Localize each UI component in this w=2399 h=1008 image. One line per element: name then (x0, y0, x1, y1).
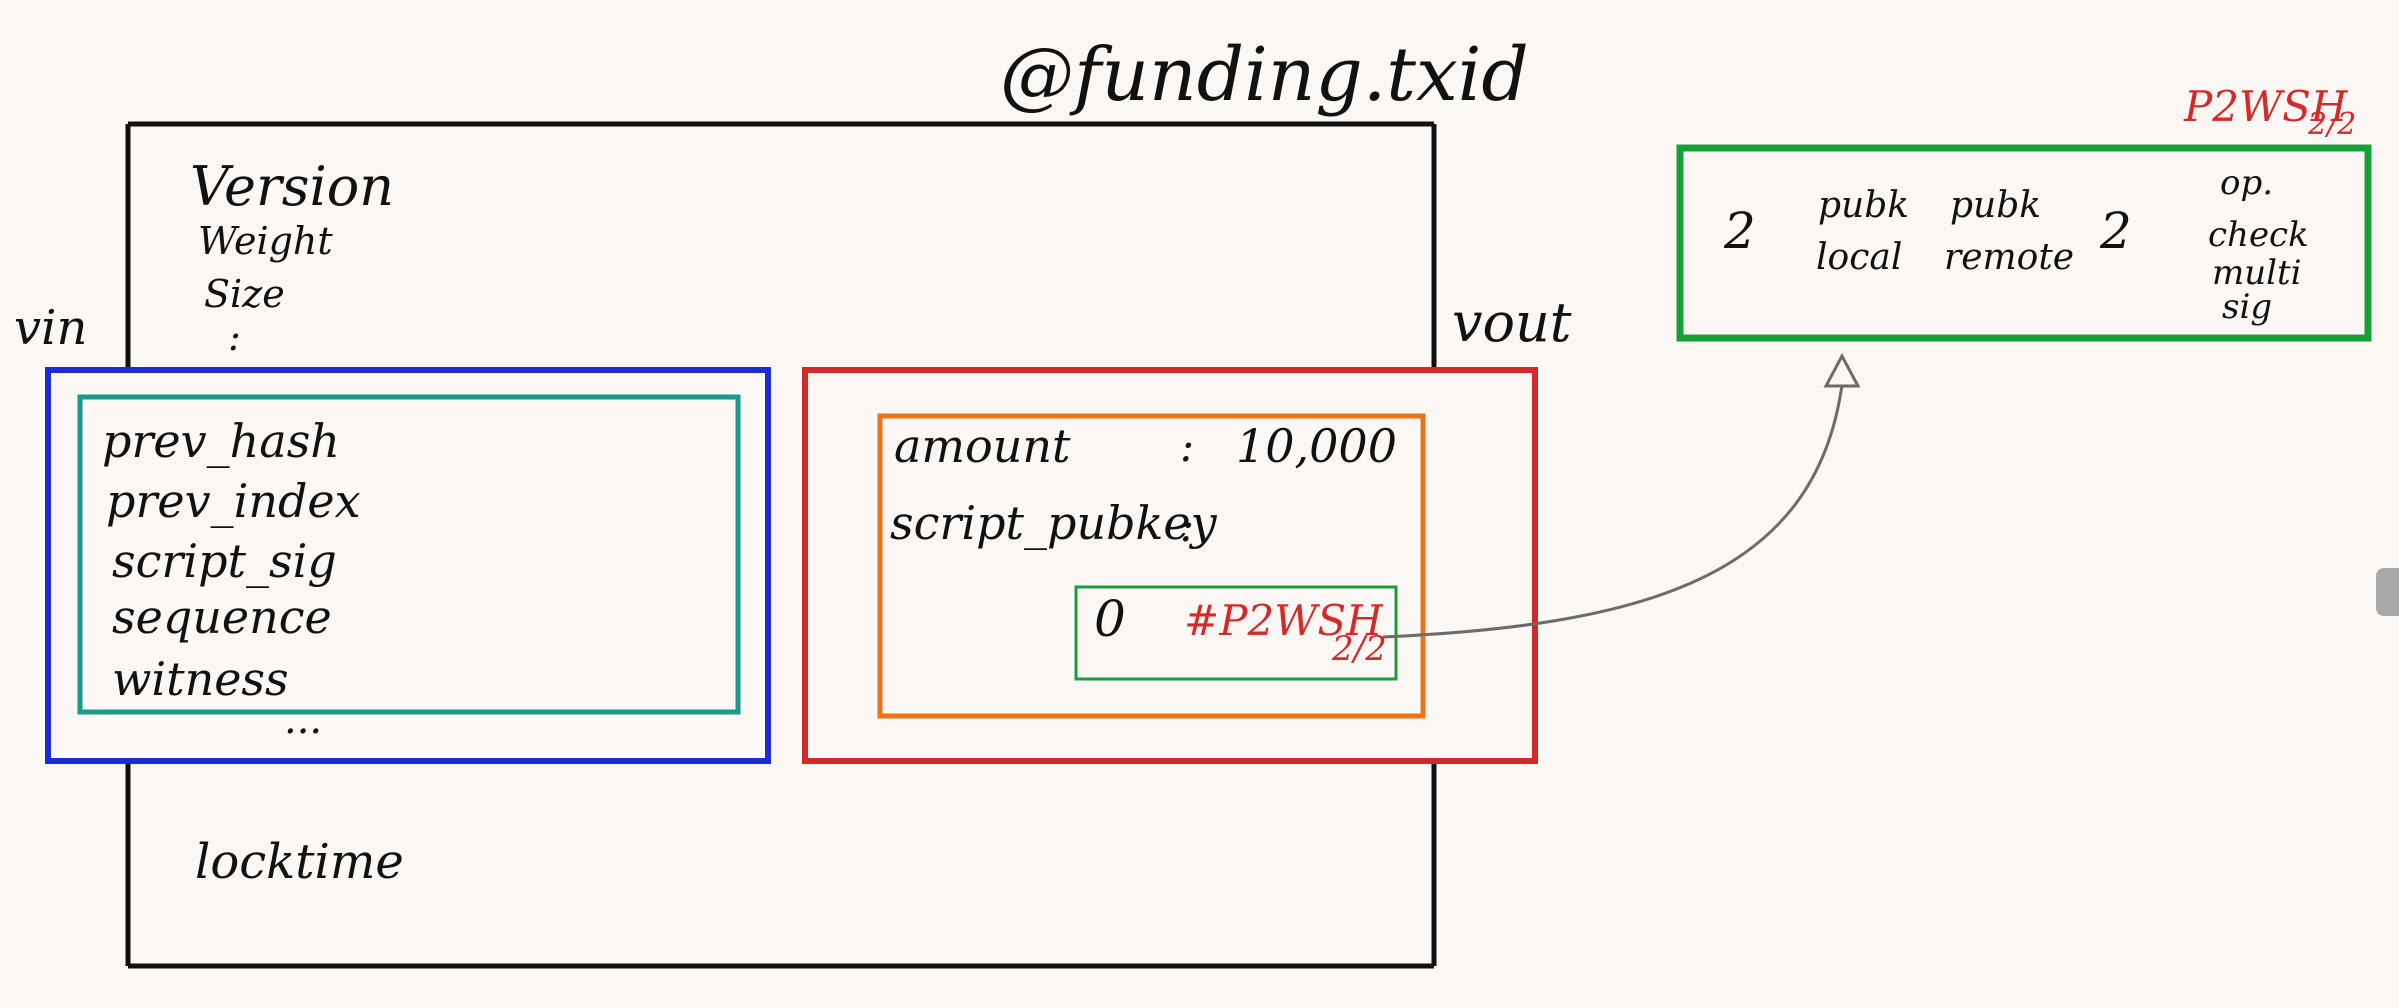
input-field-sequence: sequence (112, 590, 332, 644)
amount-label: amount (894, 419, 1071, 473)
vout-box (802, 367, 1538, 764)
input-field-script-sig: script_sig (112, 534, 337, 588)
version-field: Version (190, 155, 395, 218)
script-pubkey-local-line1: pubk (1818, 185, 1910, 226)
script-checkmultisig-line3: multi (2212, 253, 2302, 293)
diagram-title: @funding.txid (1000, 32, 1529, 118)
amount-separator: : (1180, 422, 1195, 471)
script-op-2-second: 2 (2100, 202, 2132, 260)
input-field-prev-hash: prev_hash (102, 414, 340, 468)
script-pubkey-local-line2: local (1816, 237, 1903, 278)
script-checkmultisig-line4: sig (2222, 287, 2273, 327)
locktime-field: locktime (195, 834, 404, 890)
transaction-box (125, 121, 1437, 969)
script-pubkey-remote-line2: remote (1944, 237, 2075, 278)
input-field-prev-index: prev_index (106, 474, 361, 528)
script-checkmultisig-line1: op. (2220, 163, 2274, 203)
input-box (77, 394, 741, 715)
amount-value: 10,000 (1236, 419, 1397, 473)
p2wsh-title-subscript: 2/2 (2308, 107, 2357, 142)
size-field: Size (204, 272, 285, 316)
p2wsh-hash-label: #P2WSH (1184, 596, 1383, 645)
arrow-head (1823, 352, 1861, 388)
script-pubkey-remote-line1: pubk (1950, 185, 2042, 226)
p2wsh-hash-subscript: 2/2 (1332, 629, 1387, 669)
witness-version: 0 (1094, 590, 1126, 648)
connector-arrow (1382, 384, 1844, 639)
input-field-witness: witness (112, 652, 289, 706)
script-op-2-first: 2 (1724, 202, 1756, 260)
vin-label: vin (14, 300, 88, 356)
output-box (877, 413, 1426, 719)
p2wsh-script-box (1676, 144, 2372, 342)
input-more-ellipsis: ... (284, 697, 323, 743)
script-pubkey-separator: : (1180, 502, 1195, 551)
script-pubkey-box (1074, 585, 1398, 681)
script-checkmultisig-line2: check (2208, 215, 2309, 255)
vin-box (45, 367, 771, 764)
script-pubkey-label: script_pubkey (890, 496, 1217, 550)
weight-field: Weight (198, 219, 333, 263)
fields-ellipsis: : (228, 315, 241, 359)
vout-label: vout (1452, 291, 1572, 354)
p2wsh-title: P2WSH (2184, 82, 2348, 131)
scrollbar-handle[interactable] (2376, 568, 2399, 616)
